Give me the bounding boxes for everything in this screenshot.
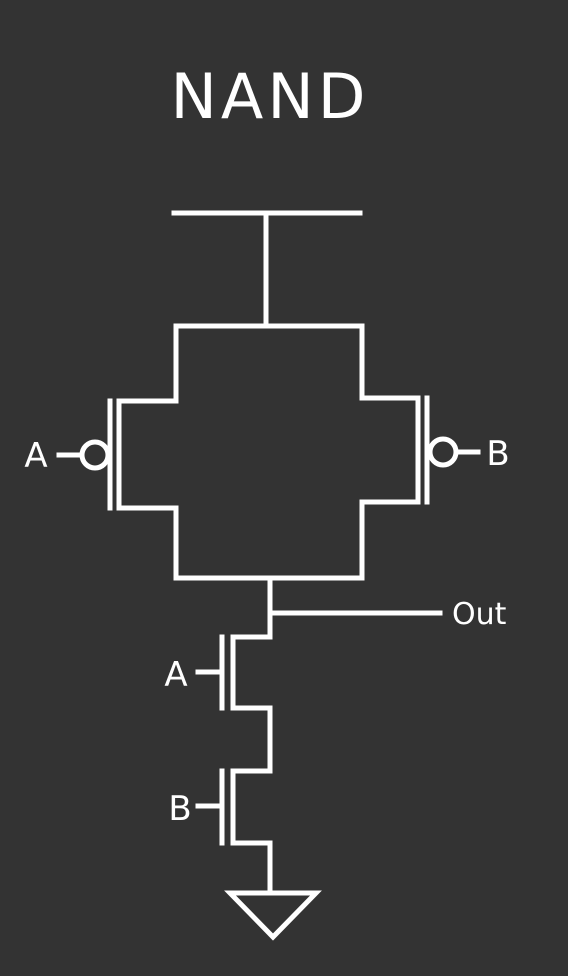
label-nmos-b-input: B (168, 789, 191, 829)
pmos-b-transistor (359, 323, 481, 581)
inversion-bubble (427, 436, 459, 468)
pull-down-network (195, 634, 273, 896)
output-node (267, 575, 443, 640)
label-nmos-a-input: A (164, 655, 187, 695)
nmos-a-transistor (195, 634, 273, 774)
label-pmos-a-input: A (24, 436, 47, 476)
nmos-b-transistor (195, 768, 273, 896)
vdd-rail (171, 210, 363, 329)
diagram-title: NAND (171, 60, 370, 133)
inversion-bubble (79, 439, 111, 471)
ground-symbol (224, 890, 322, 941)
pmos-a-transistor (56, 323, 179, 581)
label-pmos-b-input: B (486, 434, 509, 474)
pull-up-network (56, 323, 481, 581)
label-output: Out (452, 597, 507, 632)
